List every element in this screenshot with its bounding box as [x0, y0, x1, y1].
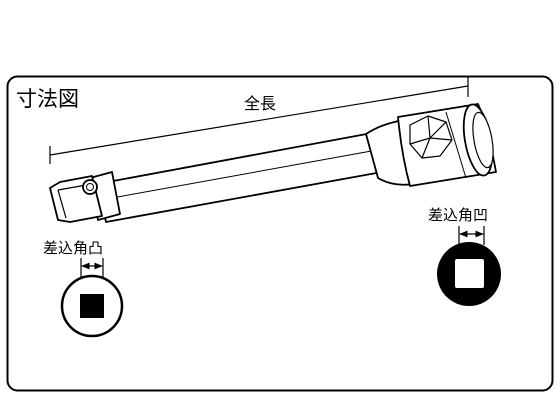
male-square-icon	[80, 294, 104, 318]
drawing-frame	[6, 75, 554, 392]
female-square-drive-section	[437, 242, 501, 306]
socket-hex-pattern	[409, 115, 453, 159]
male-square-drive-label: 差込角凸	[43, 239, 103, 257]
male-drive-width-dimension	[80, 258, 104, 278]
female-square-drive-label: 差込角凹	[428, 206, 488, 224]
female-square-icon	[455, 259, 484, 288]
drawing-title: 寸法図	[16, 87, 79, 111]
female-drive-width-dimension	[458, 226, 485, 245]
overall-length-label: 全長	[244, 94, 276, 113]
bar-shaft	[96, 132, 383, 223]
overall-length-dimension	[49, 77, 469, 164]
male-square-drive-section	[60, 274, 124, 338]
extension-bar	[49, 103, 497, 223]
